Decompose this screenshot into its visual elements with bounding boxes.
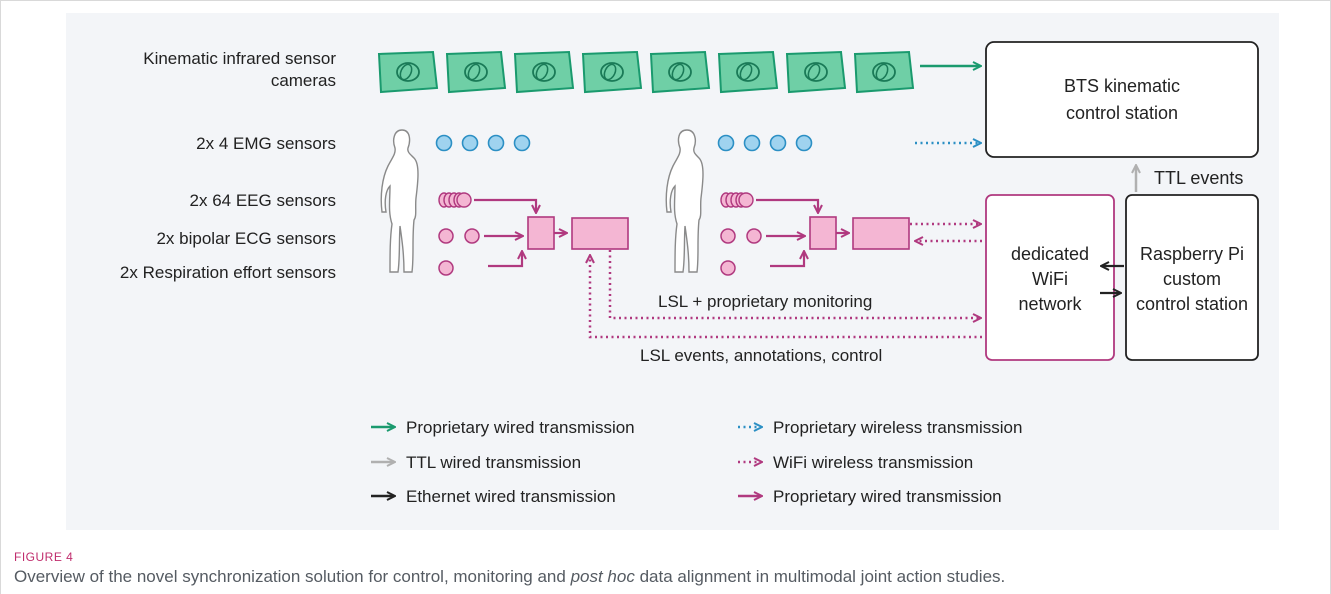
eeg-sensor-stack-left — [438, 192, 472, 208]
wifi-label-line2: WiFi — [1032, 269, 1068, 289]
camera-row — [377, 50, 915, 94]
amplifier-left — [571, 217, 629, 250]
resp-label: 2x Respiration effort sensors — [120, 263, 336, 282]
legend-item-label: TTL wired transmission — [406, 453, 581, 472]
rpi-label-line1: Raspberry Pi — [1140, 244, 1244, 264]
wifi-network-box — [985, 194, 1115, 361]
legend-item-label: Proprietary wireless transmission — [773, 418, 1022, 437]
camera-icon — [377, 50, 439, 94]
amplifier-right — [852, 217, 910, 250]
emg-sensors-right — [717, 134, 813, 152]
caption-text-italic: post hoc — [570, 567, 635, 586]
legend-item-label: Ethernet wired transmission — [406, 487, 616, 506]
left-border — [0, 0, 1, 594]
ecg-label: 2x bipolar ECG sensors — [156, 229, 336, 248]
lsl-monitoring-arrow — [608, 250, 980, 318]
top-border — [0, 0, 1331, 1]
figure-label: FIGURE 4 — [14, 550, 74, 564]
bts-label-line1: BTS kinematic — [1064, 76, 1180, 96]
legend-item-label: WiFi wireless transmission — [773, 453, 973, 472]
person-icon — [380, 129, 419, 273]
lsl-events-label: LSL events, annotations, control — [640, 346, 882, 365]
camera-icon — [785, 50, 847, 94]
legend-item-label: Proprietary wired transmission — [406, 418, 635, 437]
eeg-label: 2x 64 EEG sensors — [190, 191, 336, 210]
camera-icon — [717, 50, 779, 94]
sensor-hub-left — [527, 216, 555, 250]
camera-icon — [445, 50, 507, 94]
eeg-sensor-stack-right — [720, 192, 754, 208]
lsl-events-arrow — [590, 256, 982, 339]
legend: Proprietary wired transmission TTL wired… — [371, 418, 1022, 506]
emg-label: 2x 4 EMG sensors — [196, 134, 336, 153]
person-icon — [665, 129, 704, 273]
bts-label-line2: control station — [1066, 103, 1178, 123]
rpi-label-line2: custom — [1163, 269, 1221, 289]
camera-icon — [581, 50, 643, 94]
legend-item-label: Proprietary wired transmission — [773, 487, 1002, 506]
caption-text-start: Overview of the novel synchronization so… — [14, 567, 571, 586]
camera-icon — [649, 50, 711, 94]
ecg-resp-sensors-right — [720, 228, 762, 276]
sensor-hub-right — [809, 216, 837, 250]
bts-control-station-box — [985, 41, 1259, 158]
synchronization-diagram: Kinematic infrared sensor cameras 2x 4 E… — [120, 41, 1259, 506]
emg-sensors-left — [435, 134, 531, 152]
figure-caption: Overview of the novel synchronization so… — [14, 567, 1005, 587]
right-sensor-wiring — [756, 198, 818, 268]
left-sensor-wiring — [474, 198, 536, 268]
wifi-label-line1: dedicated — [1011, 244, 1089, 264]
cameras-label-line1: Kinematic infrared sensor — [143, 49, 336, 68]
ecg-resp-sensors-left — [438, 228, 480, 276]
wifi-label-line3: network — [1018, 294, 1082, 314]
camera-icon — [513, 50, 575, 94]
lsl-monitoring-label: LSL + proprietary monitoring — [658, 292, 872, 311]
rpi-label-line3: control station — [1136, 294, 1248, 314]
raspberry-pi-box — [1125, 194, 1259, 361]
ttl-events-label: TTL events — [1154, 168, 1243, 188]
camera-icon — [853, 50, 915, 94]
cameras-label-line2: cameras — [271, 71, 336, 90]
caption-text-end: data alignment in multimodal joint actio… — [634, 567, 1006, 586]
